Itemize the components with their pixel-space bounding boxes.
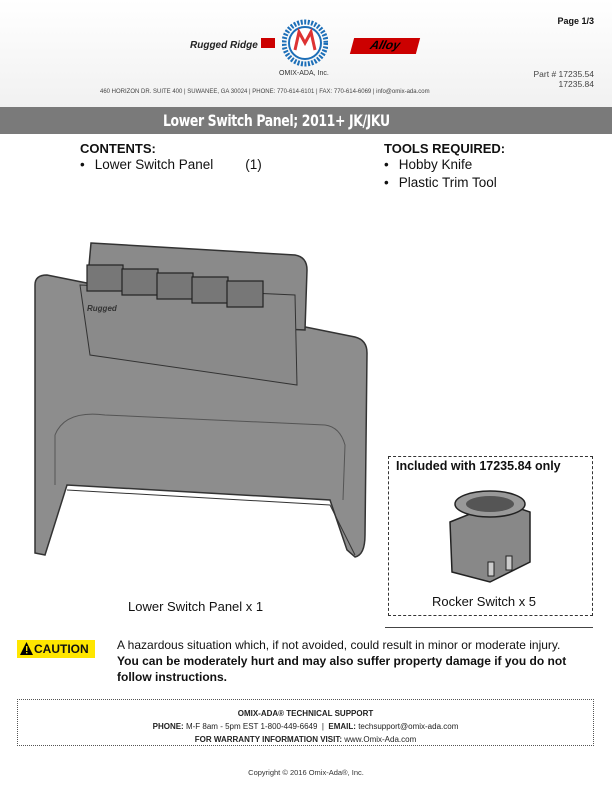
tools-heading: TOOLS REQUIRED:	[384, 141, 506, 156]
title-bar: Lower Switch Panel; 2011+ JK/JKU	[0, 107, 612, 134]
panel-illustration: Rugged	[34, 242, 368, 558]
tools-section: TOOLS REQUIRED: Hobby KnifePlastic Trim …	[384, 141, 505, 192]
page-number: Page 1/3	[557, 16, 594, 26]
contents-item: Lower Switch Panel(1)	[80, 156, 262, 174]
rugged-ridge-logo: Rugged Ridge	[190, 38, 275, 51]
omix-ada-logo	[282, 19, 328, 67]
copyright: Copyright © 2016 Omix-Ada®, Inc.	[248, 768, 364, 777]
alloy-logo: Alloy	[349, 38, 421, 54]
rocker-switch-illustration	[449, 490, 531, 583]
divider	[385, 627, 593, 628]
warranty-link[interactable]: www.Omix-Ada.com	[344, 735, 417, 744]
svg-text:Rugged: Rugged	[87, 304, 118, 313]
caution-badge: CAUTION	[17, 640, 95, 658]
support-email[interactable]: techsupport@omix-ada.com	[358, 722, 459, 731]
tool-item: Plastic Trim Tool	[384, 174, 505, 192]
included-box	[388, 456, 593, 616]
caution-text: A hazardous situation which, if not avoi…	[117, 638, 567, 684]
page-title: Lower Switch Panel; 2011+ JK/JKU	[162, 111, 390, 130]
omix-name: OMIX-ADA, Inc.	[279, 70, 329, 77]
panel-caption: Lower Switch Panel x 1	[128, 599, 264, 614]
included-label: Included with 17235.84 only	[396, 459, 561, 473]
support-box: OMIX-ADA® TECHNICAL SUPPORT PHONE: M-F 8…	[17, 699, 594, 746]
company-address: 460 HORIZON DR. SUITE 400 | SUWANEE, GA …	[100, 89, 430, 95]
support-title: OMIX-ADA® TECHNICAL SUPPORT	[237, 709, 374, 718]
switch-caption: Rocker Switch x 5	[432, 594, 537, 609]
tool-item: Hobby Knife	[384, 156, 505, 174]
support-phone: M-F 8am - 5pm EST 1-800-449-6649	[185, 722, 318, 731]
contents-section: CONTENTS: Lower Switch Panel(1)	[80, 141, 262, 174]
contents-heading: CONTENTS:	[80, 141, 156, 156]
warning-icon	[20, 642, 33, 655]
